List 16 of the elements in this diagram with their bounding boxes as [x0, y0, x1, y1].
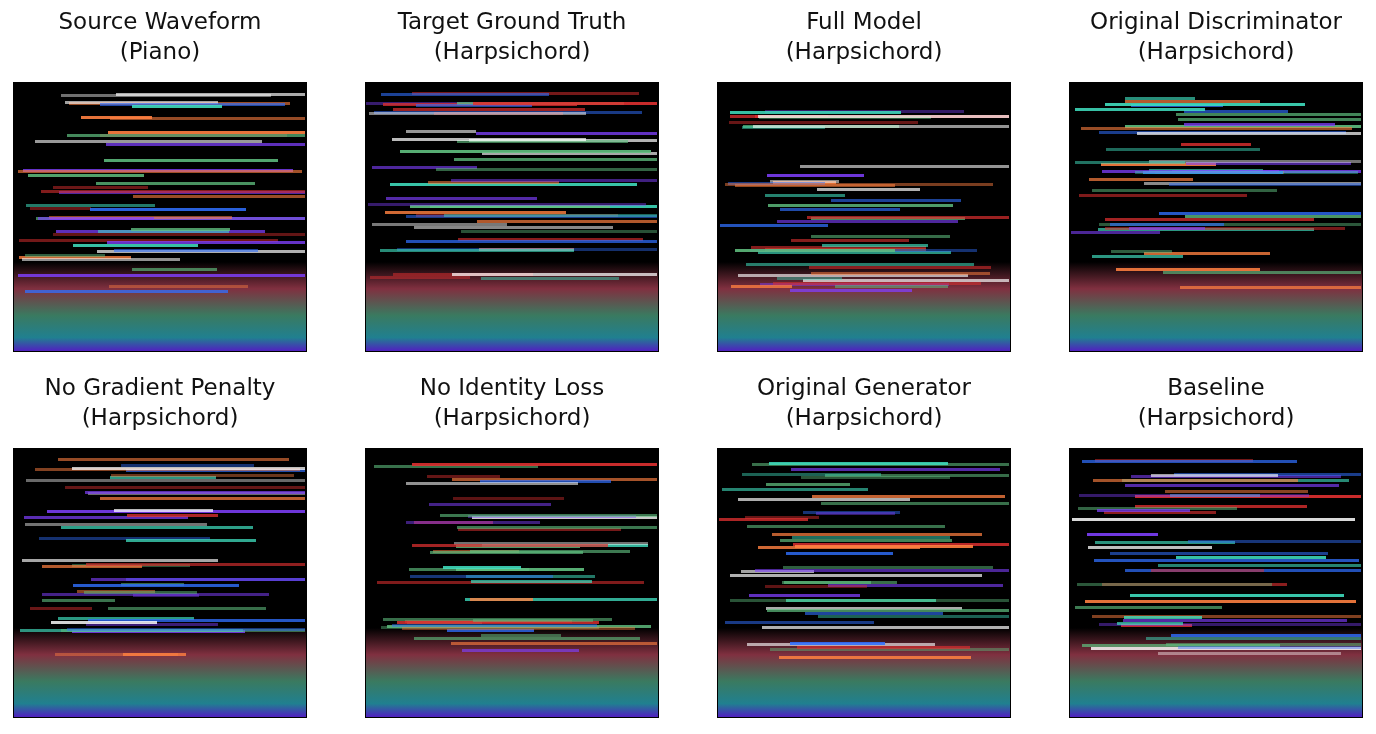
panel-title: Full Model: [805, 7, 923, 36]
panel-title: (Harpsichord): [432, 403, 592, 432]
panel-title: (Piano): [118, 37, 202, 66]
panel-title: (Harpsichord): [1136, 37, 1296, 66]
panel-title: No Identity Loss: [418, 373, 606, 402]
panel-title: Original Discriminator: [1089, 7, 1343, 36]
panel-title: No Gradient Penalty: [43, 373, 277, 402]
panel-title: (Harpsichord): [80, 403, 240, 432]
panel-title: (Harpsichord): [432, 37, 592, 66]
panel-title: (Harpsichord): [1136, 403, 1296, 432]
panel-title: (Harpsichord): [784, 403, 944, 432]
panel-title: Target Ground Truth: [396, 7, 628, 36]
panel-title: Source Waveform: [57, 7, 263, 36]
panel-title: Original Generator: [755, 373, 973, 402]
panel-title: (Harpsichord): [784, 37, 944, 66]
panel-title: Baseline: [1166, 373, 1266, 402]
